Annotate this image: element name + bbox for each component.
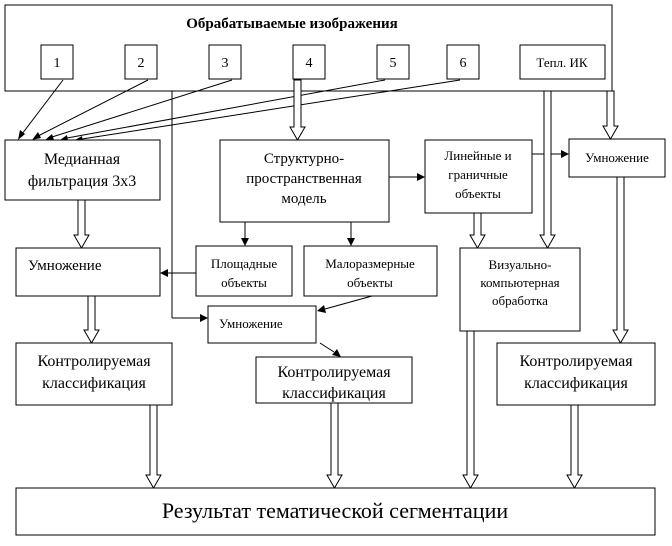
mult-center-label: Умножение (219, 316, 283, 331)
input-box-2 (124, 44, 158, 80)
linear-objects-label: Линейные и (444, 148, 511, 163)
input-box-3 (208, 44, 242, 80)
median-filter-label-2: фильтрация 3х3 (28, 173, 136, 190)
class-center-box (255, 356, 413, 404)
area-to-mult-left-arrow (160, 269, 196, 277)
mult-left-to-class-left-arrow (83, 295, 100, 345)
input-label-thermal-ir: Тепл. ИК (536, 55, 588, 70)
structural-model-label-3: модель (281, 191, 326, 207)
structural-model-label-2: пространственная (246, 171, 362, 187)
input-label-4: 4 (306, 56, 313, 71)
area-objects-box (195, 245, 293, 297)
input-to-median-arrows (18, 79, 461, 142)
class-left-box (15, 342, 173, 406)
visual-processing-label: Визуально- (489, 257, 552, 272)
small-to-mult-center-arrow (317, 295, 373, 313)
structural-to-linear-arrow (389, 173, 425, 181)
visual-to-result-arrow (462, 330, 479, 490)
visual-processing-label-2: компьютерная (480, 275, 559, 290)
input-label-1: 1 (54, 56, 61, 71)
input-box-6 (446, 44, 480, 80)
mult-right-box (568, 138, 666, 178)
class-center-to-result-arrow (326, 402, 343, 490)
class-left-label-2: классификация (42, 375, 146, 392)
visual-processing-box (459, 247, 581, 332)
input4-to-structural-arrow (289, 79, 306, 142)
linear-objects-label-2: граничные (448, 167, 508, 182)
small-objects-label: Малоразмерные (325, 256, 415, 271)
input-label-5: 5 (390, 56, 397, 71)
thermal-to-mult-right-arrow (602, 90, 619, 141)
class-right-label: Контролируемая (519, 353, 633, 370)
area-objects-label-2: объекты (221, 275, 267, 290)
median-filter-box (4, 139, 161, 201)
result-box (15, 487, 656, 536)
area-objects-label: Площадные (211, 256, 277, 271)
mult-right-label: Умножение (585, 150, 649, 165)
linear-to-visual-arrow (469, 212, 486, 250)
mult-right-to-class-right-arrow (612, 176, 629, 345)
median-to-mult-left-arrow (73, 199, 90, 250)
small-objects-label-2: объекты (347, 275, 393, 290)
visual-processing-label-3: обработка (492, 293, 548, 308)
input-images-title: Обрабатываемые изображения (186, 16, 397, 32)
input-box-1 (40, 44, 74, 80)
class-right-box (496, 342, 656, 406)
class-right-to-result-arrow (566, 404, 583, 490)
class-right-label-2: классификация (524, 375, 628, 392)
linear-objects-box (424, 139, 533, 214)
structural-model-box (219, 139, 390, 223)
input3-to-mult-center-connector (171, 91, 208, 322)
class-center-label-2: классификация (282, 385, 386, 402)
mult-left-box (15, 247, 161, 297)
structural-model-label: Структурно- (264, 151, 344, 167)
structural-to-small-arrow (347, 222, 355, 246)
input-box-5 (376, 44, 410, 80)
thermal-to-visual-arrow (539, 90, 556, 250)
result-label: Результат тематической сегментации (162, 498, 509, 523)
class-center-label: Контролируемая (277, 364, 391, 381)
input-label-3: 3 (222, 56, 229, 71)
class-left-to-result-arrow (145, 404, 162, 490)
structural-to-area-arrow (241, 222, 249, 246)
class-left-label: Контролируемая (37, 353, 151, 370)
input-label-6: 6 (460, 56, 467, 71)
median-filter-label: Медианная (44, 151, 121, 168)
mult-center-to-class-center-arrow (319, 342, 341, 357)
mult-left-label: Умножение (28, 258, 102, 274)
mult-center-box (207, 305, 317, 344)
input-label-2: 2 (138, 56, 145, 71)
small-objects-box (303, 245, 438, 297)
input-box-thermal-ir (519, 44, 606, 80)
input-box-4 (292, 44, 326, 80)
linear-objects-label-3: объекты (455, 186, 501, 201)
